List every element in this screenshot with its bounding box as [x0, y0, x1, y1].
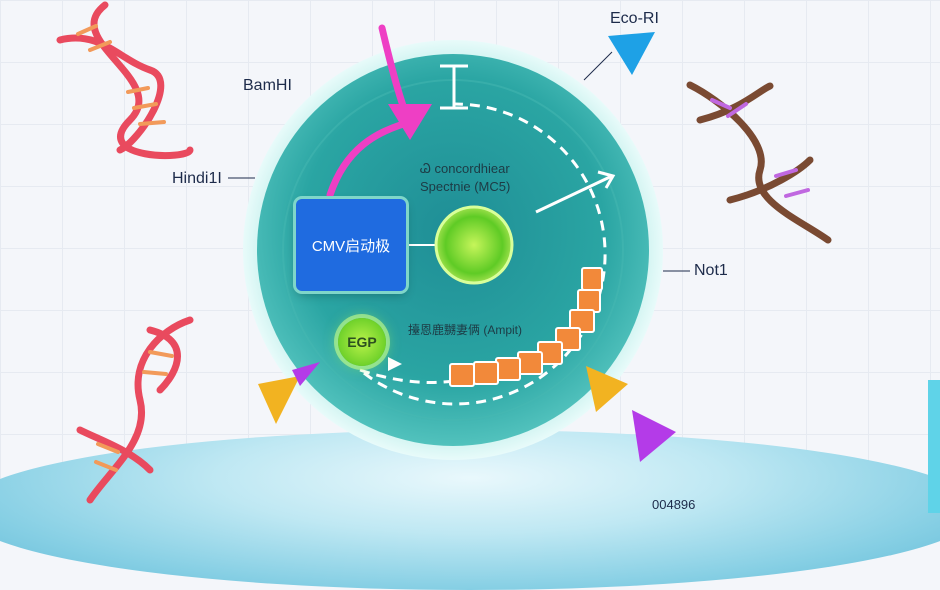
purple-triangle-icon-left: [292, 362, 320, 386]
mcs-line-1: Ꮚ concordhiear: [420, 161, 510, 176]
dashed-ring: [359, 102, 607, 406]
diagram-canvas: [56, 1, 940, 513]
egp-label: EGP: [347, 334, 377, 350]
mcs-label: Ꮚ concordhiear Spectnie (MC5): [420, 160, 560, 196]
amp-label: 擡恩鹿嬲妻俩 (Ampit): [408, 323, 523, 337]
promoter-circle: [434, 205, 514, 285]
footer-code: 004896: [652, 497, 696, 512]
site-marker-icon: [440, 64, 468, 110]
egp-circle: EGP: [338, 318, 386, 366]
cmv-label: CMV启动极: [311, 237, 391, 255]
cmv-promoter-box: CMV启动极: [296, 199, 406, 291]
blue-triangle-icon: [608, 32, 655, 75]
insert-arrow-icon: [326, 24, 432, 199]
label-hindiii: Hindi1I: [172, 170, 222, 187]
arrow-icon: [535, 170, 616, 214]
dna-helix-icon-top-left: [56, 1, 194, 160]
dna-helix-icon-right: [686, 81, 832, 244]
yellow-triangle-icon-right: [586, 366, 628, 412]
purple-triangle-icon-right: [632, 410, 676, 462]
label-bamhi: BamHI: [243, 77, 292, 94]
label-ecori: Eco-RI: [610, 10, 659, 27]
label-not1: Not1: [694, 262, 728, 279]
yellow-triangle-icon-left: [258, 376, 300, 424]
dashed-ring-bottom: [359, 368, 471, 384]
direction-arrow-icon: [388, 357, 402, 371]
amp-gene-segments: [449, 267, 603, 387]
dna-helix-icon-bottom-left: [76, 316, 194, 504]
mcs-line-2: Spectnie (MC5): [420, 179, 511, 194]
edge-bar: [928, 380, 940, 513]
